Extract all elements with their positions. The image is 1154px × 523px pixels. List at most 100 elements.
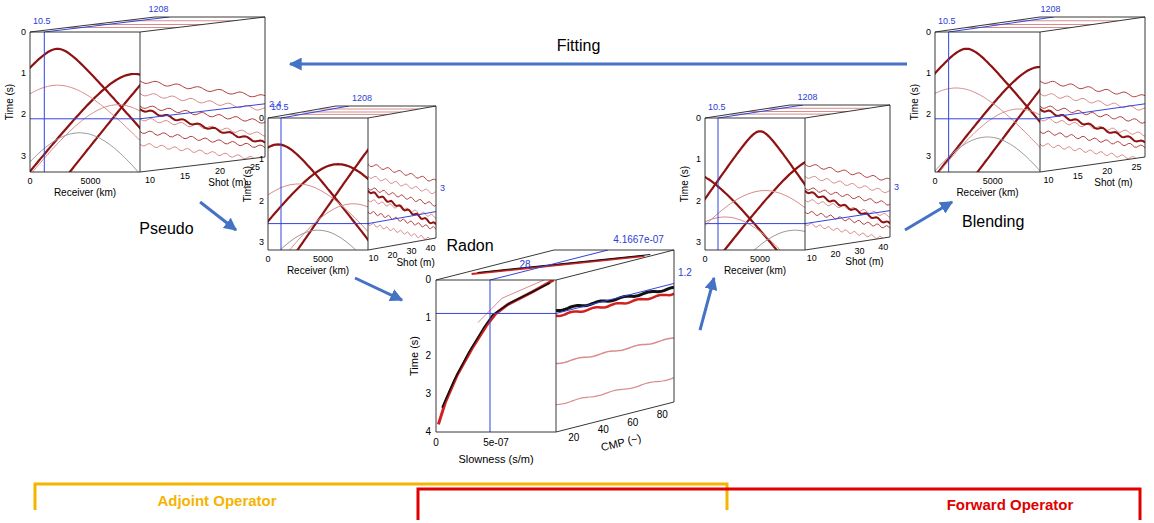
tick-label: 1 (926, 69, 931, 78)
radon-panel: Radon284.1667e-07Time (s)0123405e-07Slow… (402, 232, 700, 470)
tick-label: 5000 (983, 177, 1003, 186)
seismic-event (1040, 79, 1145, 125)
cube-outline (30, 32, 140, 172)
axis-title: Receiver (km) (956, 188, 1018, 198)
top-face (268, 106, 436, 118)
slice-line (44, 17, 169, 32)
operator-title: Radon (446, 238, 493, 254)
forward-bracket (418, 489, 1140, 520)
front-face (935, 32, 1040, 172)
seismic-event (705, 131, 805, 213)
slice-line (281, 118, 282, 250)
slice-value: 10.5 (271, 103, 289, 112)
tick-label: 20 (568, 433, 579, 443)
seismic-event (368, 179, 436, 237)
front-face (268, 118, 368, 250)
slice-line (368, 212, 436, 224)
tick-label: 5000 (313, 255, 333, 264)
slice-value: 10.5 (33, 17, 51, 26)
tick-label: 10 (1043, 175, 1053, 184)
tick-label: 5e-07 (483, 438, 509, 448)
slice-line (490, 250, 608, 280)
tick-label: 20 (831, 250, 841, 259)
slice-value: 3 (894, 182, 899, 191)
cube-outline (805, 105, 890, 250)
tick-label: 0 (259, 114, 264, 123)
seismic-event (805, 199, 890, 242)
seismic-event (705, 172, 805, 250)
tick-label: 10 (368, 254, 378, 263)
tick-label: 0 (932, 177, 937, 186)
slice-value: 10.5 (708, 103, 726, 112)
seismic-event (268, 144, 368, 250)
slice-value: 1208 (1040, 5, 1060, 14)
slice-line (490, 280, 491, 432)
seismic-cube (925, 17, 1146, 242)
radon-energy (472, 256, 645, 274)
cube-outline (705, 105, 890, 118)
tick-label: 40 (426, 243, 436, 252)
axis-title: Time (s) (910, 84, 920, 120)
axis-title: Time (s) (5, 84, 15, 120)
seismic-event (935, 109, 1040, 172)
tick-label: 0 (425, 275, 431, 285)
slice-value: 4.1667e-07 (613, 235, 664, 245)
seismic-event (140, 94, 265, 158)
cube-outline (436, 250, 674, 280)
tick-label: 80 (657, 410, 668, 420)
seismic-event (140, 129, 265, 172)
cube-outline (140, 17, 265, 172)
tick-label: 4 (425, 427, 431, 437)
axis-title: Shot (m) (208, 178, 246, 188)
seismic-event (368, 164, 436, 205)
tick-label: 0 (21, 28, 26, 37)
face-ground (436, 280, 556, 432)
tick-label: 1 (425, 313, 431, 323)
radon-energy (556, 286, 674, 324)
seismic-event (935, 88, 1040, 158)
cube-outline (30, 17, 265, 32)
seismic-event (705, 217, 805, 250)
step-label: Blending (962, 214, 1024, 230)
slice-value: 1.2 (678, 268, 692, 278)
seismic-event (805, 151, 890, 192)
slice-value: 1208 (148, 5, 168, 14)
tick-label: 40 (878, 243, 888, 252)
top-face (935, 17, 1145, 32)
axis-title: Receiver (km) (724, 266, 786, 276)
tick-label: 2 (425, 351, 431, 361)
tick-label: 1 (259, 155, 264, 164)
side-face (140, 66, 265, 172)
tick-label: 0 (926, 28, 931, 37)
top-face (30, 17, 265, 32)
slice-value: 10.5 (938, 17, 956, 26)
seismic-event (935, 137, 1040, 172)
seismic-event (935, 67, 1040, 172)
cube-outline (268, 106, 436, 118)
radon-energy (438, 280, 553, 424)
seismic-event (1040, 94, 1145, 158)
slice-line (30, 118, 140, 119)
radon-energy (442, 283, 550, 408)
data-cube-panel: 10.51208Time (s)012305000Receiver (km)10… (676, 92, 905, 278)
tick-label: 30 (407, 247, 417, 256)
slice-line (718, 118, 719, 250)
radon-energy (478, 280, 544, 323)
cube-outline (705, 118, 805, 250)
step-label: Pseudo (139, 221, 193, 237)
seismic-event (1040, 104, 1145, 151)
tick-label: 3 (259, 237, 264, 246)
seismic-event (30, 49, 140, 141)
axis-title: Time (s) (680, 166, 690, 202)
slice-line (140, 104, 265, 119)
flow-arrow (290, 63, 907, 66)
flow-arrow (700, 278, 714, 330)
tick-label: 30 (854, 246, 864, 255)
seismic-cube (436, 250, 674, 432)
seismic-cube (19, 17, 265, 236)
seismic-cube (258, 106, 436, 307)
slice-line (556, 283, 674, 313)
step-label: Fitting (557, 38, 601, 54)
seismic-event (30, 85, 140, 151)
slice-line (705, 223, 805, 224)
